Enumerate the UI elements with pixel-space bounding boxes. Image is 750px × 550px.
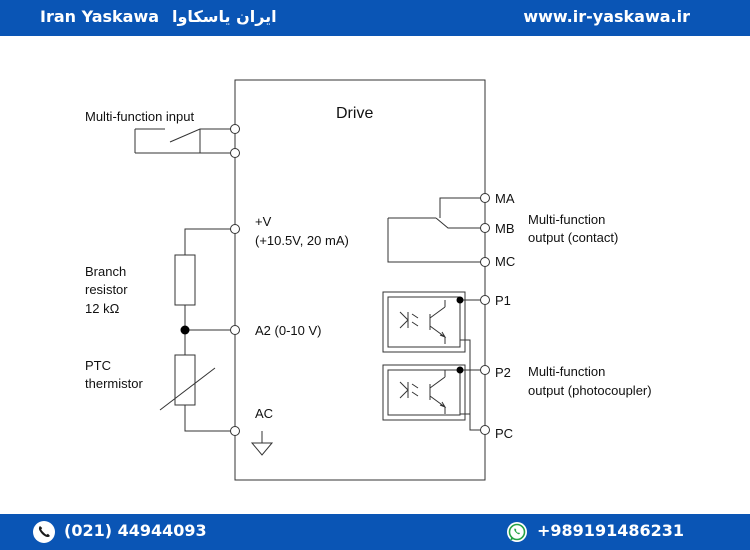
photo-output-label-2: output (photocoupler) — [528, 383, 652, 398]
phone-icon[interactable] — [32, 520, 56, 544]
phone-number[interactable]: (021) 44944093 — [64, 521, 207, 540]
ma-label: MA — [495, 191, 515, 206]
terminal-mc — [480, 257, 490, 267]
photocoupler-2-drop — [459, 370, 470, 415]
branch-resistor-label-2: resistor — [85, 282, 128, 297]
mobile-number[interactable]: +989191486231 — [537, 521, 684, 540]
photo-output-label-1: Multi-function — [528, 364, 605, 379]
drive-label: Drive — [336, 105, 373, 122]
top-banner: Iran Yaskawa ایران یاسکاوا www.ir-yaskaw… — [0, 0, 750, 36]
plus-v-label: +V — [255, 214, 272, 229]
contact-output-label-2: output (contact) — [528, 230, 618, 245]
terminal-a2 — [230, 325, 240, 335]
mb-label: MB — [495, 221, 515, 236]
p1-label: P1 — [495, 293, 511, 308]
branch-resistor-label-1: Branch — [85, 264, 126, 279]
photocoupler-1-circuit — [399, 300, 447, 344]
terminal-ac — [230, 426, 240, 436]
input-switch-wire — [134, 128, 235, 154]
a2-terminal-label: A2 (0-10 V) — [255, 323, 321, 338]
pc-label: PC — [495, 426, 513, 441]
brand-name-persian: ایران یاسکاوا — [172, 7, 277, 26]
terminal-p2 — [480, 365, 490, 375]
junction-dot-p2 — [456, 366, 464, 374]
relay-ma-wire — [439, 197, 485, 218]
ac-terminal-label: AC — [255, 406, 273, 421]
ptc-thermistor — [174, 354, 196, 406]
photocoupler-2-inner — [387, 369, 461, 416]
bottom-banner: (021) 44944093 +989191486231 — [0, 514, 750, 550]
relay-mb-wire — [388, 217, 485, 229]
multi-function-input-label: Multi-function input — [85, 109, 194, 124]
terminal-plus-v — [230, 224, 240, 234]
branch-resistor — [174, 254, 196, 306]
contact-output-label-1: Multi-function — [528, 212, 605, 227]
terminal-ma — [480, 193, 490, 203]
ptc-diagonal — [159, 367, 216, 411]
junction-dot-p1 — [456, 296, 464, 304]
ptc-label-1: PTC — [85, 358, 111, 373]
terminal-pc — [480, 425, 490, 435]
terminal-p1 — [480, 295, 490, 305]
photocoupler-1-outer — [382, 291, 466, 353]
terminal-input-bottom — [230, 148, 240, 158]
whatsapp-icon[interactable] — [505, 520, 529, 544]
junction-dot-a2 — [180, 325, 190, 335]
branch-resistor-label-3: 12 kΩ — [85, 301, 120, 316]
photocoupler-1-inner — [387, 296, 461, 348]
mc-label: MC — [495, 254, 515, 269]
p2-label: P2 — [495, 365, 511, 380]
terminal-mb — [480, 223, 490, 233]
relay-coil-wire — [387, 218, 485, 263]
brand-name: Iran Yaskawa — [40, 7, 160, 26]
ptc-to-ac-wire — [184, 405, 235, 432]
photocoupler-2-circuit — [399, 370, 447, 414]
photocoupler-1-drop — [459, 300, 485, 431]
terminal-input-top — [230, 124, 240, 134]
plus-v-wire — [184, 228, 235, 255]
drive-box — [234, 79, 486, 481]
ground-symbol — [250, 431, 274, 456]
photocoupler-2-outer — [382, 364, 466, 421]
plus-v-rating-label: (+10.5V, 20 mA) — [255, 233, 349, 248]
website-link[interactable]: www.ir-yaskawa.ir — [523, 7, 690, 26]
ptc-label-2: thermistor — [85, 376, 143, 391]
